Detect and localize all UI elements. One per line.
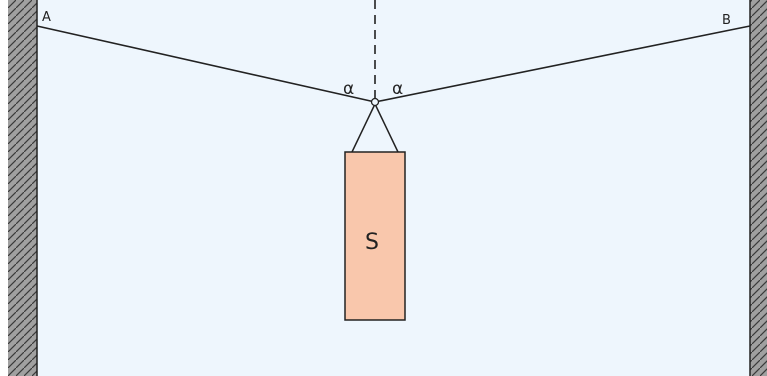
- point-a-label: A: [42, 10, 51, 25]
- angle-right-label: α: [392, 79, 403, 99]
- hanger-left: [351, 103, 376, 153]
- rope-a: [36, 25, 376, 103]
- knot-ring: [370, 97, 380, 107]
- hanger-right: [374, 103, 399, 153]
- point-b-label: B: [722, 13, 731, 28]
- rope-b: [374, 25, 751, 103]
- weight-block: [344, 151, 406, 321]
- angle-left-label: α: [343, 79, 354, 99]
- left-wall: [8, 0, 38, 376]
- right-wall: [749, 0, 767, 376]
- weight-label: S: [365, 230, 379, 255]
